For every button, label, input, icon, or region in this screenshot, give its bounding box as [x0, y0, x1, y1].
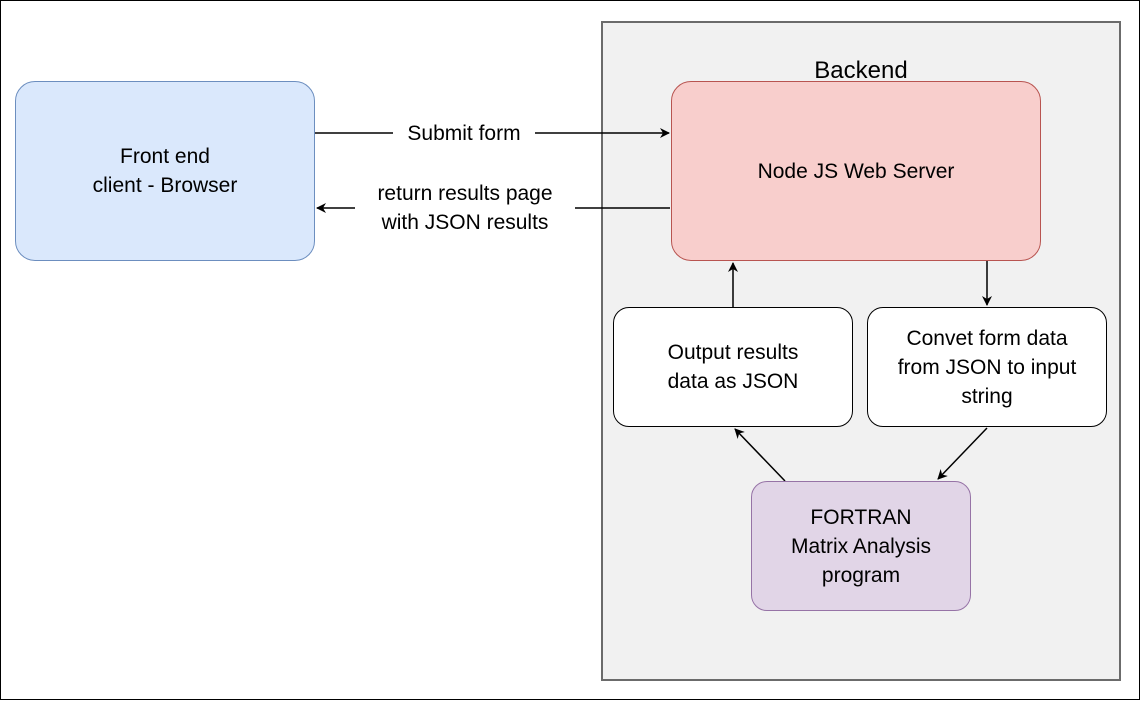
fortran-program-label: FORTRAN Matrix Analysis program: [790, 505, 932, 587]
output-results-label: Output results data as JSON: [667, 341, 799, 393]
backend-group-title: Backend: [814, 57, 908, 84]
node-js-web-server-label: Node JS Web Server: [757, 159, 955, 183]
output-results-node: Output results data as JSON: [613, 307, 853, 427]
edge-fortran-to-output: [734, 428, 786, 482]
fortran-program-node: FORTRAN Matrix Analysis program: [751, 481, 971, 611]
edge-convert-to-fortran: [937, 427, 988, 480]
convert-form-data-node: Convet form data from JSON to input stri…: [867, 307, 1107, 427]
convert-form-data-label: Convet form data from JSON to input stri…: [897, 326, 1077, 408]
edge-label-submit-form: Submit form: [393, 119, 535, 148]
frontend-client-label: Front end client - Browser: [92, 145, 238, 197]
node-js-web-server-node: Node JS Web Server: [671, 81, 1041, 261]
edge-label-return-results: return results page with JSON results: [355, 179, 575, 237]
frontend-client-node: Front end client - Browser: [15, 81, 315, 261]
